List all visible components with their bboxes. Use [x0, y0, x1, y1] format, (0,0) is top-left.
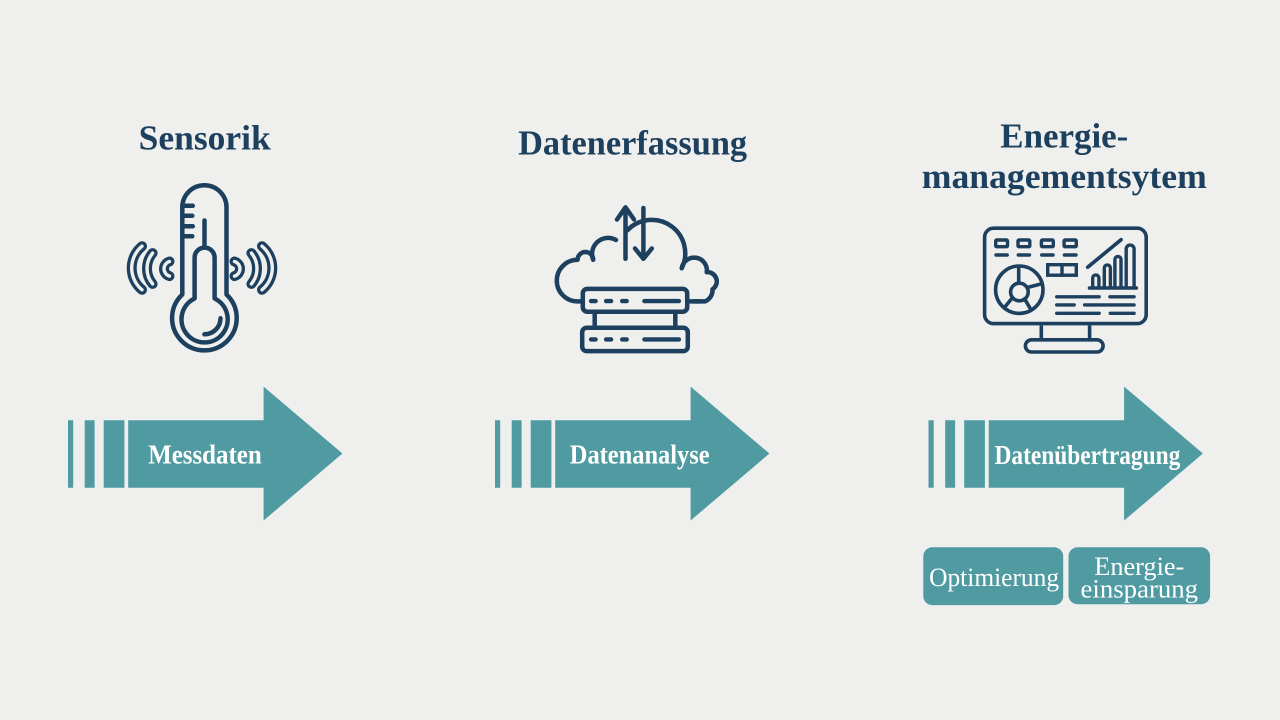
svg-text:Datenerfassung: Datenerfassung	[518, 124, 747, 163]
svg-text:Sensorik: Sensorik	[139, 119, 272, 158]
svg-text:Energie-: Energie-	[1000, 116, 1128, 155]
svg-text:Messdaten: Messdaten	[148, 440, 262, 470]
svg-text:managementsytem: managementsytem	[922, 157, 1207, 196]
svg-text:Datenübertragung: Datenübertragung	[995, 440, 1181, 470]
svg-text:Datenanalyse: Datenanalyse	[570, 440, 710, 470]
svg-text:Energie-: Energie-	[1094, 552, 1184, 581]
svg-text:Optimierung: Optimierung	[929, 563, 1059, 592]
svg-text:einsparung: einsparung	[1081, 574, 1199, 603]
